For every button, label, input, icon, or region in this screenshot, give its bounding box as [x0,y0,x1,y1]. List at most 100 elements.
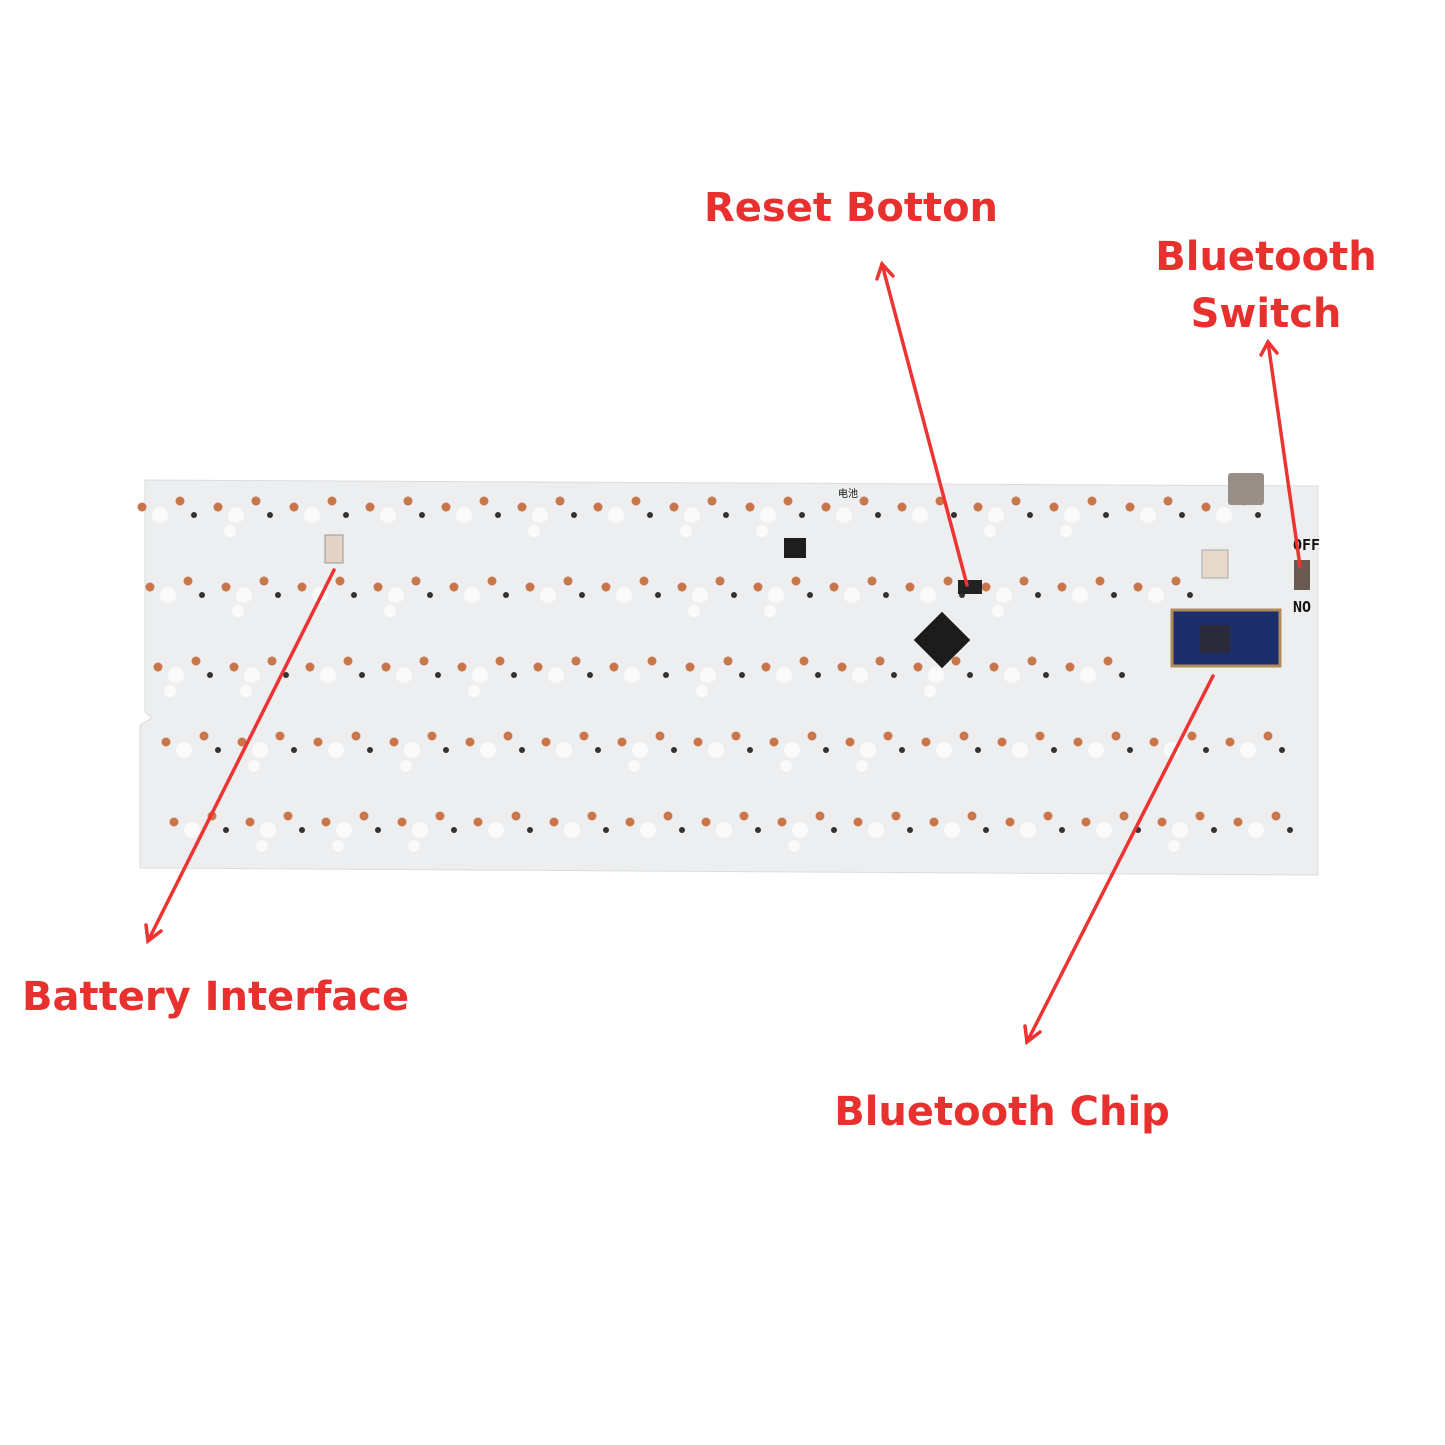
switch-hole [176,742,192,758]
solder-pad [753,582,763,592]
via [275,592,281,598]
switch-hole [1020,822,1036,838]
solder-pad [541,737,551,747]
via [975,747,981,753]
switch-hole [328,742,344,758]
battery-connector [324,534,344,564]
switch-hole [632,742,648,758]
switch-hole [792,822,808,838]
solder-pad [951,656,961,666]
solder-pad [897,502,907,512]
solder-pad [435,811,445,821]
switch-hole [252,742,268,758]
via [1179,512,1185,518]
solder-pad [859,496,869,506]
solder-pad [1201,502,1211,512]
solder-pad [1119,811,1129,821]
solder-pad [517,502,527,512]
solder-pad [1225,737,1235,747]
via [351,592,357,598]
solder-pad [427,731,437,741]
stab-hole [232,605,244,617]
solder-pad [563,576,573,586]
solder-pad [959,731,969,741]
switch-hole [244,667,260,683]
solder-pad [655,731,665,741]
solder-pad [335,576,345,586]
solder-pad [153,662,163,672]
via [451,827,457,833]
via [367,747,373,753]
solder-pad [617,737,627,747]
solder-pad [891,811,901,821]
via [671,747,677,753]
via [435,672,441,678]
switch-hole [640,822,656,838]
solder-pad [389,737,399,747]
solder-pad [289,502,299,512]
solder-pad [137,502,147,512]
switch-hole [532,507,548,523]
solder-pad [1019,576,1029,586]
reset-button-label: Reset Botton [703,185,999,231]
solder-pad [669,502,679,512]
stab-hole [628,760,640,772]
stab-hole [408,840,420,852]
switch-hole [936,742,952,758]
switch-hole [944,822,960,838]
stab-hole [1060,525,1072,537]
stab-hole [164,685,176,697]
switch-hole [1088,742,1104,758]
solder-pad [701,817,711,827]
switch-hole [1004,667,1020,683]
via [1119,672,1125,678]
solder-pad [769,737,779,747]
solder-pad [419,656,429,666]
solder-pad [1005,817,1015,827]
battery-arrowhead [144,923,163,945]
solder-pad [487,576,497,586]
solder-pad [549,817,559,827]
solder-pad [525,582,535,592]
solder-pad [161,737,171,747]
via [299,827,305,833]
solder-pad [609,662,619,672]
solder-pad [707,496,717,506]
via [1127,747,1133,753]
solder-pad [1263,731,1273,741]
stab-hole [984,525,996,537]
switch-hole [464,587,480,603]
solder-pad [283,811,293,821]
solder-pad [693,737,703,747]
solder-pad [663,811,673,821]
via [679,827,685,833]
solder-pad [503,731,513,741]
via [571,512,577,518]
switch-hole [692,587,708,603]
silk-off: OFF [1293,536,1320,554]
via [527,827,533,833]
stab-hole [992,605,1004,617]
via [951,512,957,518]
solder-pad [1195,811,1205,821]
solder-pad [1111,731,1121,741]
switch-arrow [1266,340,1302,568]
switch-hole [1248,822,1264,838]
via [519,747,525,753]
solder-pad [221,582,231,592]
usb-c-connector [1228,473,1264,505]
solder-pad [183,576,193,586]
solder-pad [867,576,877,586]
via [579,592,585,598]
solder-pad [625,817,635,827]
via [799,512,805,518]
solder-pad [1133,582,1143,592]
solder-pad [381,662,391,672]
switch-hole [1216,507,1232,523]
stab-hole [680,525,692,537]
reset-button-pads [958,580,982,594]
solder-pad [1157,817,1167,827]
via [967,672,973,678]
solder-pad [677,582,687,592]
switch-hole [1148,587,1164,603]
